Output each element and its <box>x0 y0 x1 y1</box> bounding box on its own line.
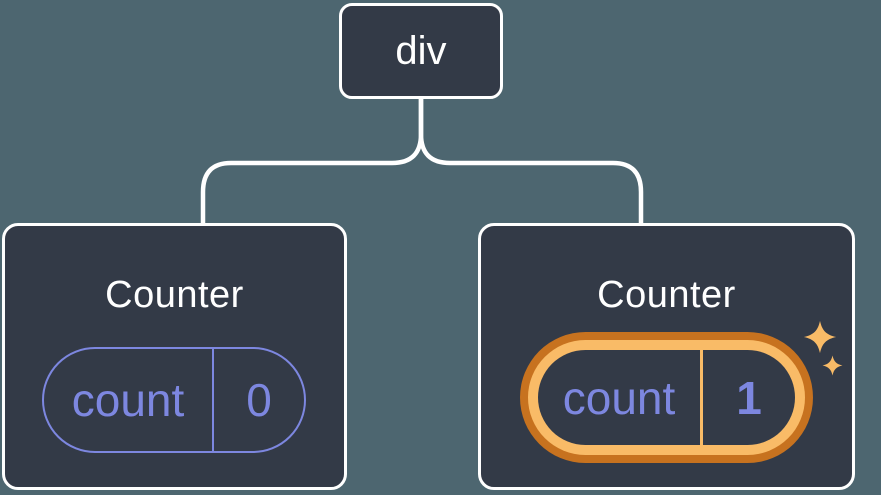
connector-branch-right <box>418 96 644 227</box>
sparkle-icon <box>803 320 837 354</box>
counter-card-right: Counter count 1 <box>478 223 855 490</box>
root-node-label: div <box>395 28 447 73</box>
connector-branch-left <box>200 96 424 227</box>
state-pill-right: count 1 <box>538 350 795 445</box>
state-highlight-ring: count 1 <box>520 332 813 463</box>
sparkle-icon <box>822 355 843 376</box>
state-value: 1 <box>736 371 762 424</box>
state-key-label: count <box>538 350 703 445</box>
counter-card-left: Counter count 0 <box>2 223 347 490</box>
state-highlight-ring-inner: count 1 <box>528 340 805 455</box>
component-title-left: Counter <box>105 274 244 316</box>
state-value: 0 <box>246 374 272 426</box>
component-title-right: Counter <box>597 274 736 316</box>
state-pill-left: count 0 <box>42 347 306 453</box>
state-key-label: count <box>44 349 214 451</box>
root-node-div: div <box>339 3 503 99</box>
